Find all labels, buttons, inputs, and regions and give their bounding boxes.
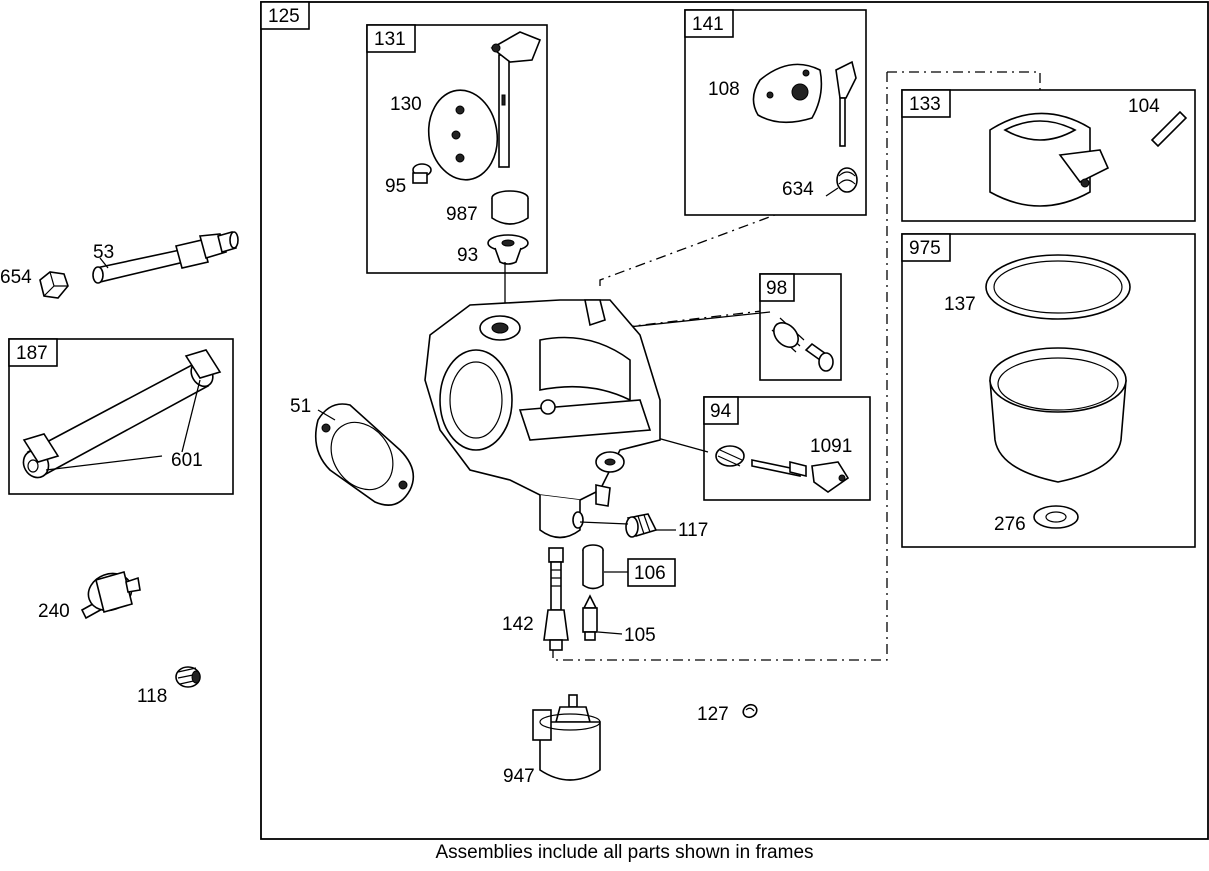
float-bowl [989,347,1127,483]
filter-240 [80,571,141,620]
float-133 [989,112,1110,207]
label-240: 240 [38,601,70,622]
footer-note: Assemblies include all parts shown in fr… [0,842,1209,864]
label-142: 142 [502,614,534,635]
label-947: 947 [503,766,535,787]
throttle-shaft [490,31,542,168]
frame-975-label: 975 [909,238,941,259]
label-1091: 1091 [810,436,852,457]
seal-93 [487,234,529,265]
frame-131-label: 131 [374,29,406,50]
idle-screw-98 [771,317,834,372]
label-104: 104 [1128,96,1160,117]
choke-lever [835,60,857,147]
footer-note-text: Assemblies include all parts shown in fr… [435,842,814,863]
gasket-137 [985,254,1131,320]
main-frame-125 [260,1,1209,840]
fuel-hose-187 [22,349,222,479]
clip-127 [742,703,758,719]
nut-654 [39,271,69,299]
seal-117 [625,513,658,538]
label-53: 53 [93,242,114,263]
label-130: 130 [390,94,422,115]
assembly-dash-outline [887,71,1041,96]
pin-104 [1150,110,1188,148]
spring-634 [825,167,858,197]
label-276: 276 [994,514,1026,535]
frame-187-label: 187 [16,343,48,364]
frame-106 [627,558,676,587]
label-127: 127 [697,704,729,725]
needle-105 [582,594,598,641]
jet-142 [543,547,569,651]
label-137: 137 [944,294,976,315]
label-105: 105 [624,625,656,646]
screw-95 [412,163,432,184]
label-987: 987 [446,204,478,225]
label-51: 51 [290,396,311,417]
fitting-53 [92,231,239,284]
frame-98-label: 98 [766,278,787,299]
main-frame-label: 125 [268,6,300,27]
gasket-51 [314,403,415,506]
frame-141-label: 141 [692,14,724,35]
frame-94-label: 94 [710,401,732,422]
frame-133-label: 133 [909,94,941,115]
washer-276 [1033,505,1079,529]
frame-106-label: 106 [634,563,666,584]
label-93: 93 [457,245,478,266]
label-108: 108 [708,79,740,100]
choke-plate-108 [752,63,823,124]
label-654: 654 [0,267,32,288]
label-117: 117 [678,520,708,541]
nozzle-106 [582,544,604,590]
label-118: 118 [137,686,167,707]
label-601: 601 [171,450,203,471]
label-95: 95 [385,176,406,197]
carburetor-body [424,299,661,539]
solenoid-947 [532,694,601,781]
seal-987 [491,190,529,225]
throttle-plate-130 [427,89,499,181]
label-634: 634 [782,179,814,200]
fitting-118 [175,666,201,688]
mixture-screw-94 [715,445,850,493]
